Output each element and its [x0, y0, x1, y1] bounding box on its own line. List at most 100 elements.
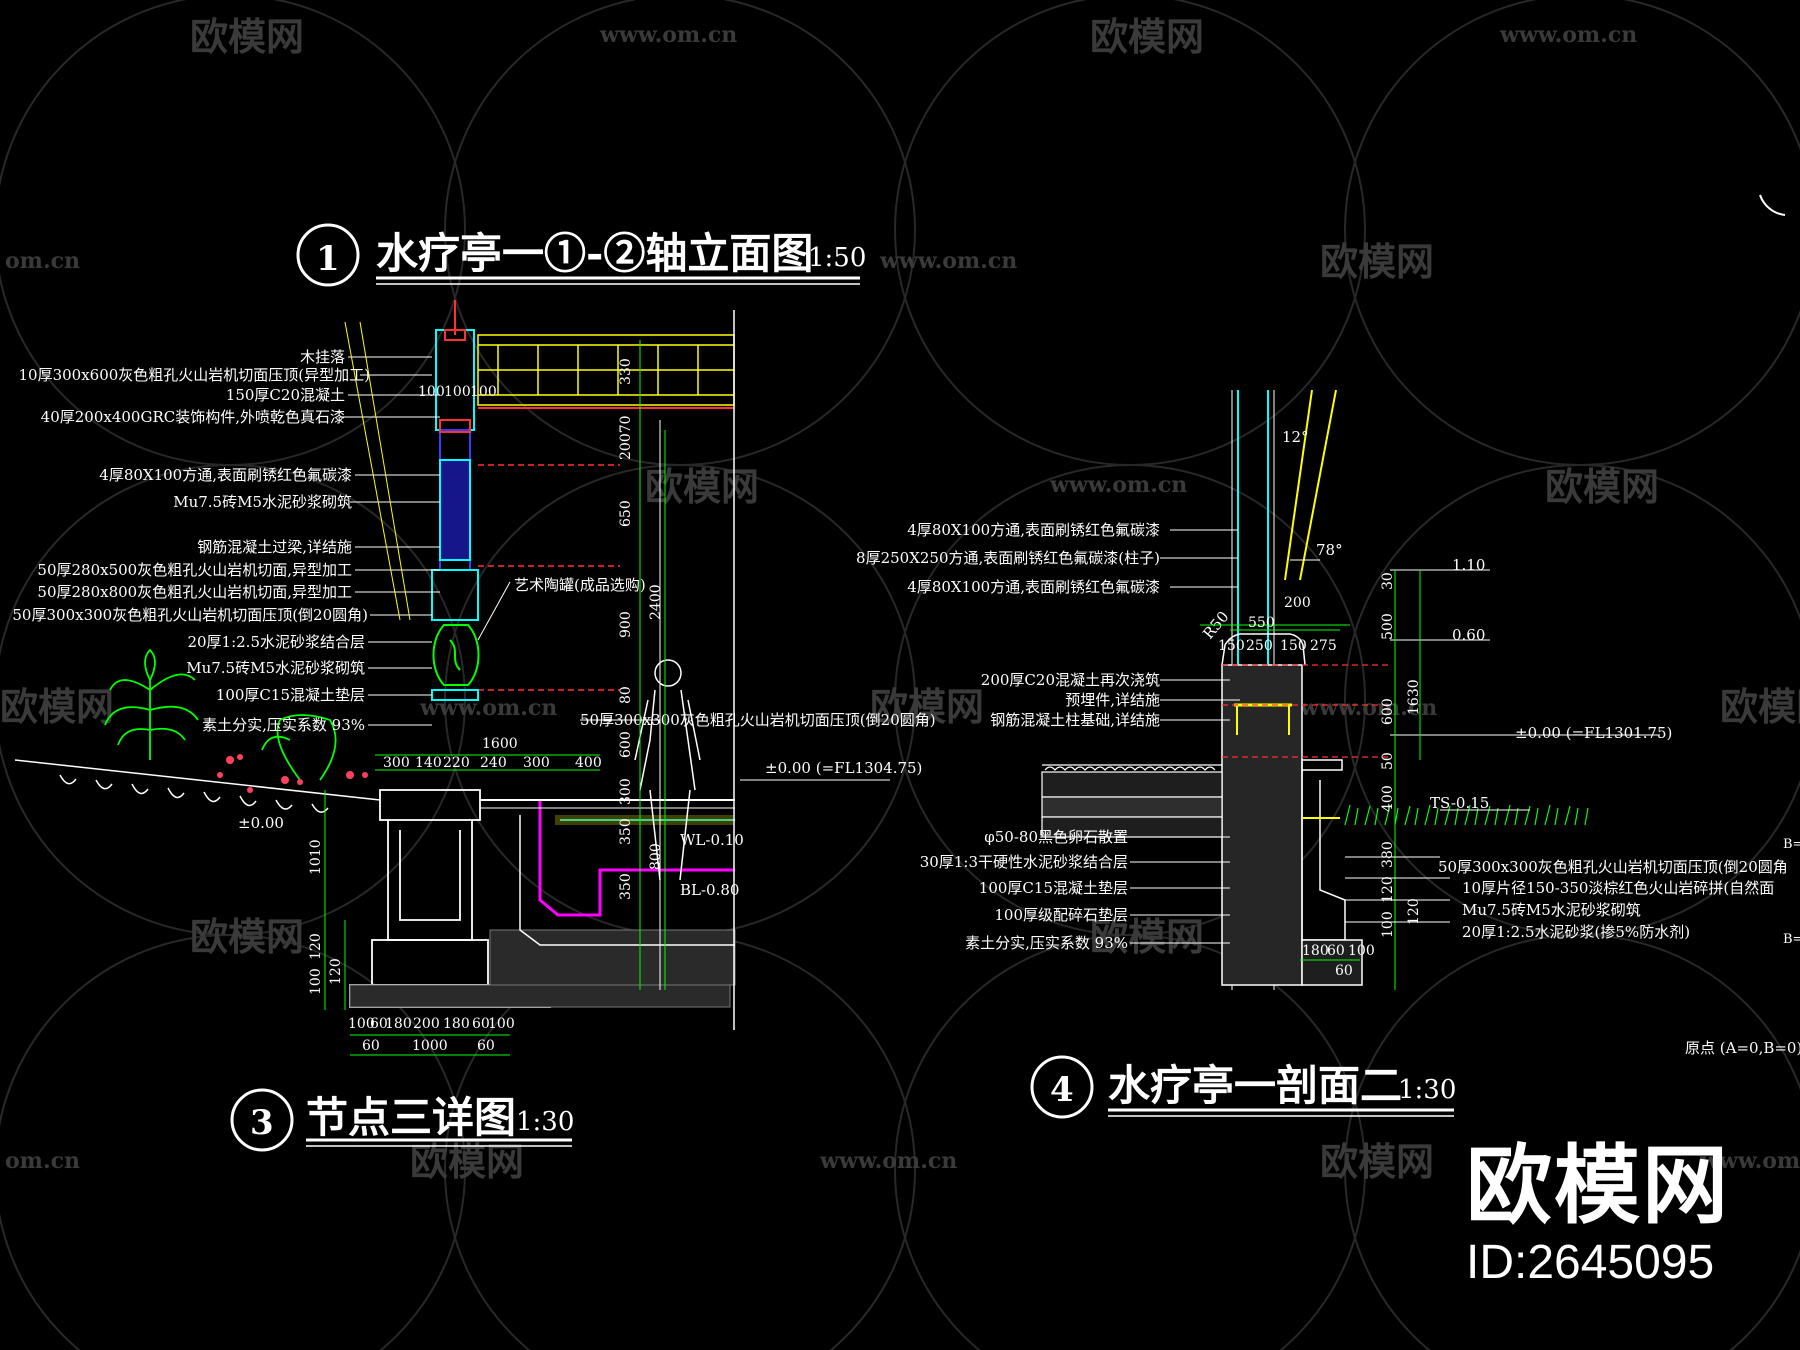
dim-text: 250	[1246, 638, 1273, 654]
corner-mark: B=	[1783, 837, 1800, 852]
drawing1-number: 1	[316, 239, 340, 279]
dim-text: 1010	[308, 839, 324, 875]
watermark-logo: 欧模网	[190, 914, 304, 959]
dim-text: 400	[1380, 785, 1396, 812]
plant-icon	[104, 648, 337, 781]
watermark-logo: 欧模网	[870, 684, 984, 729]
ground-slope	[14, 759, 381, 813]
grass-icon	[1344, 804, 1589, 826]
brand-watermark: 欧模网 ID:2645095	[1466, 1143, 1730, 1290]
elevation-wl: WL-0.10	[680, 831, 744, 849]
drawing3-label: 20厚1:2.5水泥砂浆结合层	[187, 633, 365, 651]
angle-mid: 78°	[1316, 541, 1343, 559]
drawing3-label: 150厚C20混凝土	[226, 386, 345, 404]
dim-text: 600	[1380, 698, 1396, 725]
dim-text: 50	[1380, 752, 1396, 770]
dim-text: 180	[443, 1016, 470, 1032]
drawing4-label: 预埋件,详结施	[1065, 691, 1160, 709]
watermark-logo: 欧模网	[1320, 239, 1434, 284]
drawing4-label: Mu7.5砖M5水泥砂浆砌筑	[1462, 901, 1641, 919]
drawing4-label: 100厚C15混凝土垫层	[979, 879, 1128, 897]
dim-text: 350	[618, 818, 634, 845]
drawing4-label: 8厚250X250方通,表面刷锈红色氟碳漆(柱子)	[856, 549, 1160, 567]
dim-text: 20070	[618, 415, 634, 460]
dim-text: 1630	[1406, 679, 1422, 715]
dim-text: 150	[1280, 638, 1307, 654]
dim-text: 60	[370, 1016, 388, 1032]
drawing1-title-block: 1 水疗亭一①-②轴立面图 1:50	[296, 223, 866, 287]
dim-text: 600	[618, 731, 634, 758]
watermark-url: om.cn	[5, 248, 80, 274]
pool-section	[480, 799, 735, 946]
dim-text: 100	[470, 384, 497, 400]
watermark-logo: 欧模网	[1720, 684, 1800, 729]
drawing4-dim-lines	[1200, 570, 1421, 990]
art-jar-note: 艺术陶罐(成品选购)	[514, 576, 646, 594]
dim-text: 500	[1380, 613, 1396, 640]
drawing4-label: 4厚80X100方通,表面刷锈红色氟碳漆	[907, 521, 1160, 539]
watermark-logo: 欧模网	[0, 684, 114, 729]
drawing3-label: 素土分实,压实系数 93%	[202, 716, 365, 734]
dim-text: 100	[348, 1016, 375, 1032]
drawing4-label: 素土分实,压实系数 93%	[965, 934, 1128, 952]
dim-text: 180	[385, 1016, 412, 1032]
corner-mark: B=	[1783, 932, 1800, 947]
drawing3-label: 4厚80X100方通,表面刷锈红色氟碳漆	[99, 466, 352, 484]
watermark-url: www.om.cn	[1049, 472, 1187, 498]
elevation-bl: BL-0.80	[680, 881, 739, 899]
drawing4-title-block: 4 水疗亭一剖面二 1:30	[1030, 1055, 1456, 1119]
dim-text: 100	[418, 384, 445, 400]
dim-text: 200	[1284, 595, 1311, 611]
dim-text: 350	[618, 873, 634, 900]
drawing3-label: 50厚280x800灰色粗孔火山岩机切面,异型加工	[37, 583, 352, 601]
drawing3-label: 钢筋混凝土过梁,详结施	[197, 538, 352, 556]
drawing3-number: 3	[250, 1103, 274, 1143]
dim-text: 300	[618, 778, 634, 805]
top-stone-note: 50厚300x300灰色粗孔火山岩机切面压顶(倒20圆角)	[580, 711, 936, 729]
drawing1-scale: 1:50	[808, 243, 866, 273]
drawing4-label: 10厚片径150-350淡棕红色火山岩碎拼(自然面	[1462, 879, 1774, 897]
drawing4-leaders	[1130, 529, 1450, 944]
drawing4-label: 50厚300x300灰色粗孔火山岩机切面压顶(倒20圆角	[1438, 858, 1788, 876]
dim-text: 220	[443, 755, 470, 771]
dim-text: 275	[1310, 638, 1337, 654]
dim-text: 380	[1380, 841, 1396, 868]
drawing3-title: 节点三详图	[306, 1093, 516, 1142]
watermark-url: www.om.cn	[419, 695, 557, 721]
dim-text: 60	[362, 1038, 380, 1054]
dim-text: 30	[1380, 572, 1396, 590]
drawing4-vertical-dims: 30 500 1630 600 50 400 380 120 100 120	[1380, 572, 1422, 938]
drawing4-elevations	[1390, 569, 1660, 811]
bench-right	[1301, 759, 1363, 986]
elevation: ±0.00 (=FL1301.75)	[1515, 724, 1672, 742]
drawing4-bottom-dims: 180 60 100 60	[1302, 943, 1375, 979]
brand-name: 欧模网	[1466, 1136, 1730, 1236]
dim-text: 80	[618, 686, 634, 704]
watermark-url: www.om.cn	[819, 1148, 957, 1174]
drawing3-label: 木挂落	[300, 348, 345, 366]
dim-text: 60	[472, 1016, 490, 1032]
base-hatch	[349, 929, 736, 1008]
elevation: 1.10	[1452, 556, 1485, 574]
watermark-logo: 欧模网	[1090, 14, 1204, 59]
dim-text: 120	[1380, 876, 1396, 903]
dim-text: 300	[383, 755, 410, 771]
drawing3-detail: 木挂落 10厚300x600灰色粗孔火山岩机切面压顶(异型加工) 150厚C20…	[12, 300, 936, 1152]
drawing3-bottom-dims: 100 60 180 200 180 60 100 60 1000 60	[348, 1016, 515, 1054]
drawing3-label: 100厚C15混凝土垫层	[216, 686, 365, 704]
foundation	[1221, 633, 1306, 986]
dim-text: 100	[308, 968, 324, 995]
drawing3-label: Mu7.5砖M5水泥砂浆砌筑	[173, 493, 352, 511]
drawing4-labels-right: 50厚300x300灰色粗孔火山岩机切面压顶(倒20圆角 10厚片径150-35…	[1438, 858, 1788, 941]
watermark-url: www.om.cn	[1699, 1148, 1800, 1174]
watermark-logo: 欧模网	[1090, 914, 1204, 959]
drawing4-scale: 1:30	[1398, 1075, 1456, 1105]
dim-text: 60	[477, 1038, 495, 1054]
dim-lines	[324, 340, 666, 1056]
watermark-logo: 欧模网	[190, 14, 304, 59]
dim-text: 650	[618, 500, 634, 527]
drawing4-label: 100厚级配碎石垫层	[994, 906, 1128, 924]
dim-text: 2400	[648, 584, 664, 620]
dim-text: 550	[1248, 615, 1275, 631]
